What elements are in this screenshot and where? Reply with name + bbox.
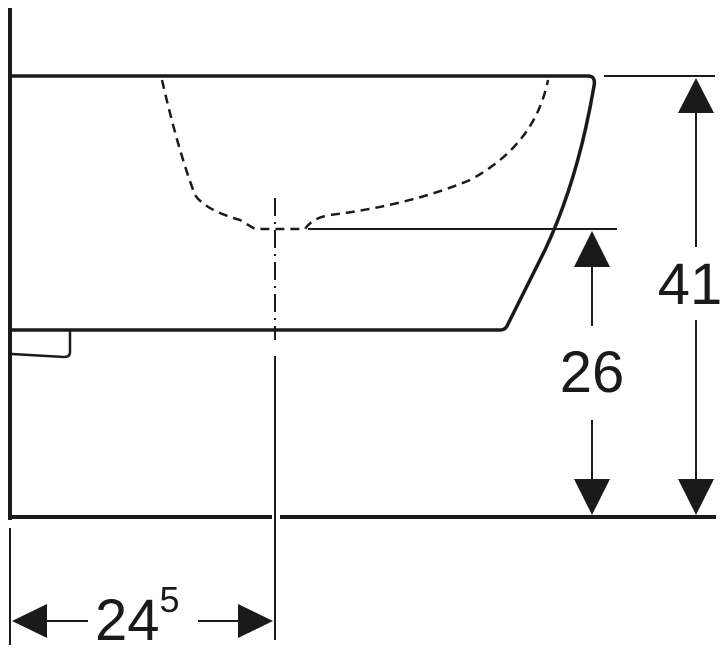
arrow-right-icon [238,604,273,638]
width-24-label: 245 [95,579,180,648]
arrow-up-icon [678,78,714,113]
height-41-dimension: 41 [658,78,720,515]
arrow-down-icon [574,479,610,515]
height-26-dimension: 26 [560,231,625,515]
arrow-down-icon [678,479,714,515]
height-26-label: 26 [560,340,625,405]
arrow-left-icon [12,604,47,638]
mount-bracket [11,330,72,359]
fixture-outline [10,74,597,332]
arrow-up-icon [574,231,610,267]
width-24-5-dimension: 245 [9,528,273,648]
bowl-hidden-line [160,79,550,231]
height-41-label: 41 [658,252,720,317]
